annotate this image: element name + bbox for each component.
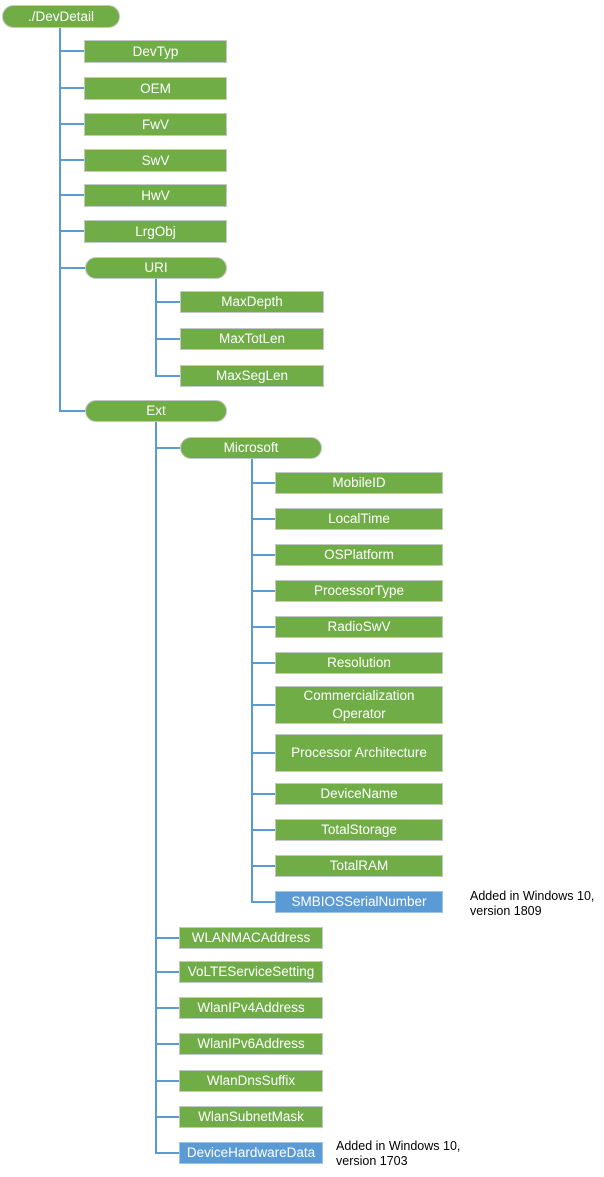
node-uri: URI [85, 257, 227, 279]
node-volteservicesetting: VoLTEServiceSetting [179, 961, 323, 983]
node-devtyp: DevTyp [84, 40, 227, 63]
node-smbiosserialnumber: SMBIOSSerialNumber [275, 891, 443, 913]
connector-line [59, 28, 61, 412]
connector-line [155, 447, 180, 449]
node-lrgobj: LrgObj [84, 220, 227, 243]
connector-line [59, 123, 84, 125]
connector-line [251, 662, 275, 664]
connector-line [251, 554, 275, 556]
node-localtime: LocalTime [275, 508, 443, 530]
node-processor-architecture: Processor Architecture [275, 734, 443, 772]
connector-line [251, 626, 275, 628]
node-oem: OEM [84, 77, 227, 100]
connector-line [251, 590, 275, 592]
connector-line [59, 87, 84, 89]
annotation-smbios-version: Added in Windows 10, version 1809 [470, 889, 595, 918]
node-maxdepth: MaxDepth [180, 291, 324, 313]
connector-line [251, 752, 275, 754]
node-swv: SwV [84, 149, 227, 172]
connector-line [155, 937, 179, 939]
connector-line [251, 829, 275, 831]
connector-line [59, 410, 85, 412]
node-osplatform: OSPlatform [275, 544, 443, 566]
node-microsoft: Microsoft [180, 437, 322, 459]
connector-line [59, 230, 84, 232]
connector-line [59, 50, 84, 52]
connector-line [155, 422, 157, 1154]
connector-line [251, 482, 275, 484]
connector-line [251, 793, 275, 795]
connector-line [155, 1007, 179, 1009]
connector-line [155, 279, 157, 377]
node-mobileid: MobileID [275, 472, 443, 494]
connector-line [251, 459, 253, 903]
connector-line [155, 301, 180, 303]
node-totalram: TotalRAM [275, 855, 443, 877]
node-hwv: HwV [84, 184, 227, 207]
connector-line [251, 901, 275, 903]
node-fwv: FwV [84, 113, 227, 136]
node-wlanipv4address: WlanIPv4Address [179, 997, 323, 1019]
connector-line [155, 1043, 179, 1045]
node-ext: Ext [85, 400, 227, 422]
connector-line [155, 971, 179, 973]
connector-line [59, 194, 84, 196]
connector-line [155, 1116, 179, 1118]
node-wlandnssuffix: WlanDnsSuffix [179, 1070, 323, 1092]
node-radioswv: RadioSwV [275, 616, 443, 638]
connector-line [155, 338, 180, 340]
connector-line [251, 704, 275, 706]
connector-line [155, 1152, 179, 1154]
node-devicename: DeviceName [275, 783, 443, 805]
connector-line [155, 1080, 179, 1082]
connector-line [59, 267, 85, 269]
node-wlansubnetmask: WlanSubnetMask [179, 1106, 323, 1128]
node-wlanmacaddress: WLANMACAddress [179, 927, 323, 949]
node-wlanipv6address: WlanIPv6Address [179, 1033, 323, 1055]
node-devdetail-root: ./DevDetail [2, 5, 120, 28]
node-devicehardwaredata: DeviceHardwareData [179, 1142, 323, 1164]
connector-line [251, 518, 275, 520]
connector-line [59, 159, 84, 161]
node-maxtotlen: MaxTotLen [180, 328, 324, 350]
node-totalstorage: TotalStorage [275, 819, 443, 841]
node-processortype: ProcessorType [275, 580, 443, 602]
connector-line [251, 865, 275, 867]
connector-line [155, 375, 180, 377]
annotation-devicehardware-version: Added in Windows 10, version 1703 [336, 1139, 461, 1168]
node-resolution: Resolution [275, 652, 443, 674]
node-commercialization-operator: Commercialization Operator [275, 686, 443, 724]
node-maxseglen: MaxSegLen [180, 365, 324, 387]
